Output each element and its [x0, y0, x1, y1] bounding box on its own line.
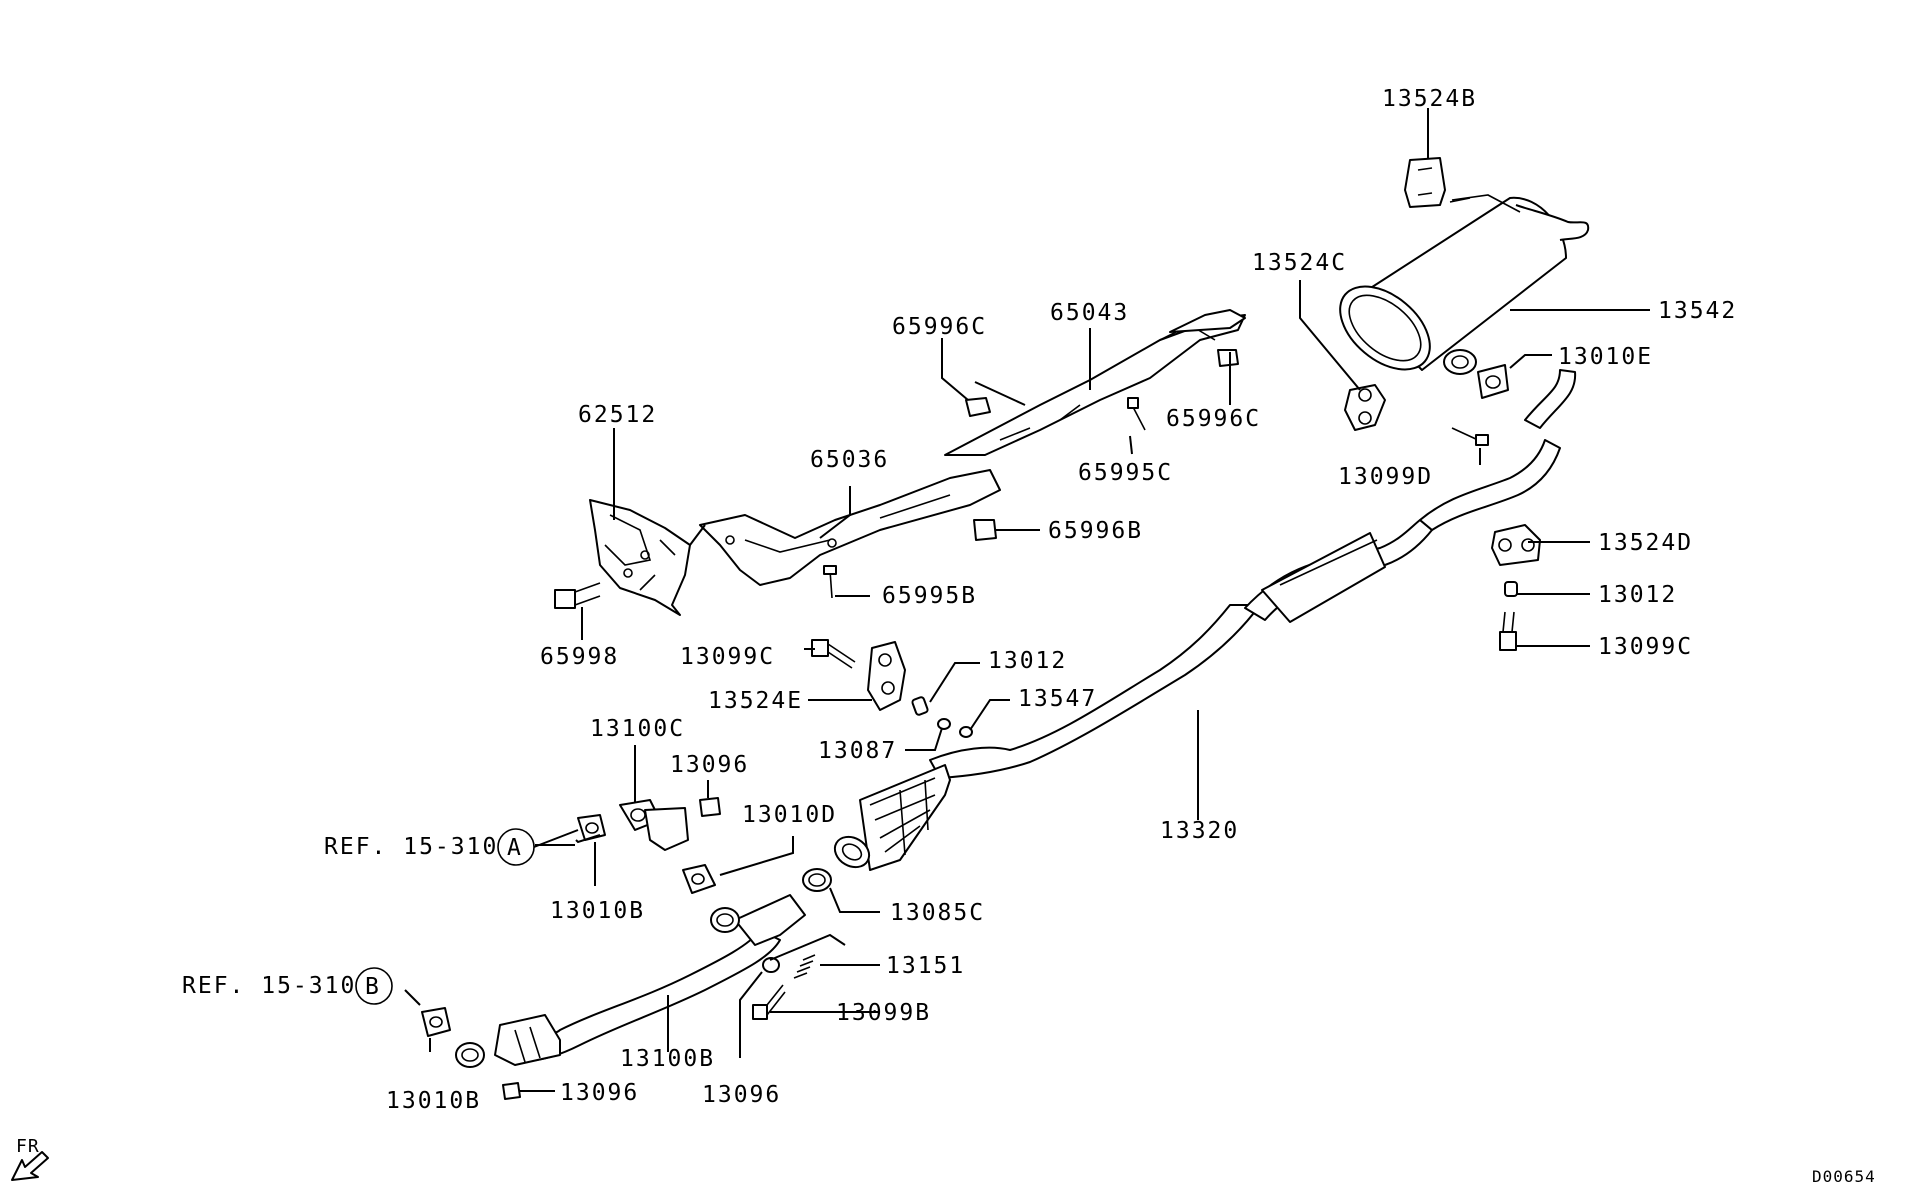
label-13087: 13087	[818, 738, 897, 764]
label-65995C: 65995C	[1078, 460, 1173, 486]
nut-65996C-a	[965, 397, 991, 417]
label-62512: 62512	[578, 402, 657, 428]
fr-arrow-icon	[11, 1151, 49, 1181]
reference-a: REF. 15-310 A	[324, 828, 579, 866]
label-65998: 65998	[540, 644, 619, 670]
label-13096-mid: 13096	[702, 1082, 781, 1108]
ref-a-text: REF. 15-310	[324, 834, 498, 860]
bolt-13099B	[752, 984, 786, 1020]
label-13542: 13542	[1658, 298, 1737, 324]
nut-13096-bottom	[502, 1082, 521, 1100]
main-exhaust-pipe-13320	[833, 369, 1577, 871]
muffler-13542	[1339, 194, 1590, 375]
label-13085C: 13085C	[890, 900, 985, 926]
gasket-13010E	[1477, 364, 1509, 399]
ref-b-text: REF. 15-310	[182, 973, 356, 999]
gasket-13100C	[619, 799, 689, 851]
label-65036: 65036	[810, 447, 889, 473]
bolt-13099C-right	[1499, 611, 1517, 651]
label-13096-bottom: 13096	[560, 1080, 639, 1106]
label-13099C-right: 13099C	[1598, 634, 1693, 660]
label-13100B: 13100B	[620, 1046, 715, 1072]
nut-65996B	[973, 519, 997, 541]
label-13524B: 13524B	[1382, 86, 1477, 112]
label-13096-top: 13096	[670, 752, 749, 778]
heat-shield-65043	[944, 309, 1246, 456]
washer-13547	[959, 726, 973, 738]
front-direction-indicator: FR	[11, 1136, 49, 1181]
hanger-13524C	[1344, 384, 1386, 431]
label-65996C-right: 65996C	[1166, 406, 1261, 432]
label-13524E: 13524E	[708, 688, 803, 714]
label-13010D: 13010D	[742, 802, 837, 828]
label-13099C-left: 13099C	[680, 644, 775, 670]
bushing-13012-mid	[911, 696, 929, 716]
part-labels: 13524B 13524C 13542 13010E 65996C 65043 …	[386, 86, 1737, 1114]
bushing-13012-right	[1504, 581, 1518, 597]
label-13010B-bottom: 13010B	[386, 1088, 481, 1114]
ref-b-letter: B	[365, 974, 379, 1000]
label-13547: 13547	[1018, 686, 1097, 712]
heat-shield-62512	[589, 499, 706, 616]
bolt-65995B	[823, 565, 837, 599]
fr-label: FR	[16, 1136, 40, 1157]
label-13099D: 13099D	[1338, 464, 1433, 490]
ref-a-letter: A	[507, 835, 521, 861]
spring-13151	[793, 954, 816, 979]
drawing-id: D00654	[1812, 1167, 1876, 1186]
label-65043: 65043	[1050, 300, 1129, 326]
gasket-13010D	[682, 864, 716, 894]
heat-shield-65036	[699, 469, 1001, 586]
label-65996B: 65996B	[1048, 518, 1143, 544]
label-13012-mid: 13012	[988, 648, 1067, 674]
label-13524D: 13524D	[1598, 530, 1693, 556]
label-65995B: 65995B	[882, 583, 977, 609]
front-pipe-13100B	[455, 894, 806, 1068]
nut-13096-top	[699, 797, 721, 817]
label-13100C: 13100C	[590, 716, 685, 742]
label-13010E: 13010E	[1558, 344, 1653, 370]
gasket-13010B-top	[577, 814, 606, 841]
label-13320: 13320	[1160, 818, 1239, 844]
bolt-65995C	[1127, 397, 1146, 431]
hanger-13524B	[1404, 157, 1446, 208]
label-65996C-top: 65996C	[892, 314, 987, 340]
bolt-13099D	[1451, 427, 1489, 446]
hanger-13524E	[867, 641, 906, 711]
label-13099B: 13099B	[836, 1000, 931, 1026]
hanger-13524D	[1491, 524, 1541, 566]
catalytic-converter	[833, 764, 951, 871]
nut-13096-mid	[762, 957, 780, 973]
label-13012-right: 13012	[1598, 582, 1677, 608]
bolt-13099C-left	[811, 639, 856, 669]
washer-13087	[937, 718, 951, 730]
gasket-13010B-bottom	[421, 1007, 451, 1037]
nut-65996C-b	[1217, 349, 1239, 367]
label-13524C: 13524C	[1252, 250, 1347, 276]
label-13010B-top: 13010B	[550, 898, 645, 924]
reference-b: REF. 15-310 B	[182, 967, 393, 1005]
label-13151: 13151	[886, 953, 965, 979]
gasket-13085C	[802, 868, 832, 892]
bolt-65998	[554, 582, 601, 609]
